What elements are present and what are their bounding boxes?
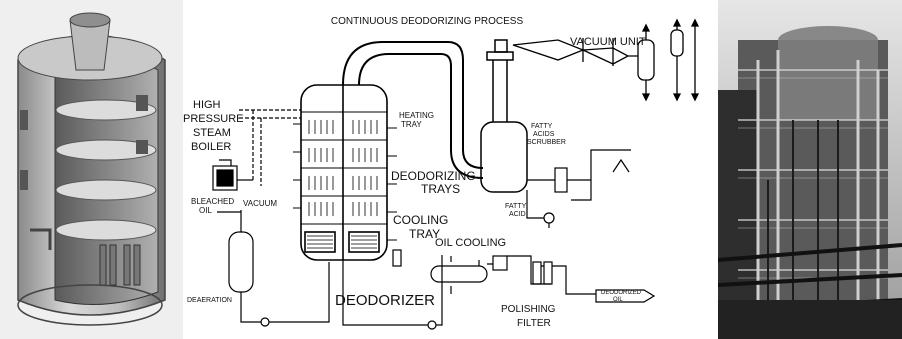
deodorizer-column	[301, 85, 387, 260]
label-polishing-filter-1: POLISHING	[501, 304, 556, 315]
deodorizer-cutaway-illustration	[0, 0, 183, 339]
label-scrubber-2: ACIDS	[533, 131, 555, 138]
label-scrubber-1: FATTY	[531, 123, 553, 130]
label-fatty-acid-2: ACID	[509, 211, 526, 218]
fatty-acids-scrubber	[481, 40, 527, 192]
label-heating-tray-1: HEATING	[399, 111, 434, 120]
label-boiler-4: BOILER	[191, 141, 231, 153]
label-vacuum-unit: VACUUM UNIT	[570, 36, 646, 48]
label-deodorized-oil-2: OIL	[613, 297, 623, 303]
label-polishing-filter-2: FILTER	[517, 318, 551, 329]
label-deodorizing-trays-2: TRAYS	[421, 182, 460, 196]
process-flow-diagram: CONTINUOUS DEODORIZING PROCESS	[183, 0, 718, 339]
label-heating-tray-2: TRAY	[401, 120, 422, 129]
label-boiler-1: HIGH	[193, 99, 221, 111]
deaeration-vessel	[217, 210, 329, 326]
deodorizer-plant-photo	[718, 0, 902, 339]
label-scrubber-3: SCRUBBER	[527, 139, 566, 146]
label-cooling-tray-1: COOLING	[393, 213, 448, 227]
label-boiler-2: PRESSURE	[183, 113, 244, 125]
label-boiler-3: STEAM	[193, 127, 231, 139]
label-fatty-acid-1: FATTY	[505, 203, 527, 210]
label-deaeration: DEAERATION	[187, 297, 232, 304]
label-bleached-oil-2: OIL	[199, 206, 212, 215]
label-deodorizer: DEODORIZER	[335, 292, 435, 309]
label-bleached-oil-1: BLEACHED	[191, 197, 234, 206]
vacuum-unit	[513, 20, 698, 100]
diagram-title: CONTINUOUS DEODORIZING PROCESS	[331, 16, 524, 27]
label-deodorizing-trays-1: DEODORIZING	[391, 169, 476, 183]
label-deodorized-oil-1: DEODORIZED	[601, 290, 642, 296]
label-oil-cooling: OIL COOLING	[435, 237, 506, 249]
label-vacuum: VACUUM	[243, 199, 277, 208]
